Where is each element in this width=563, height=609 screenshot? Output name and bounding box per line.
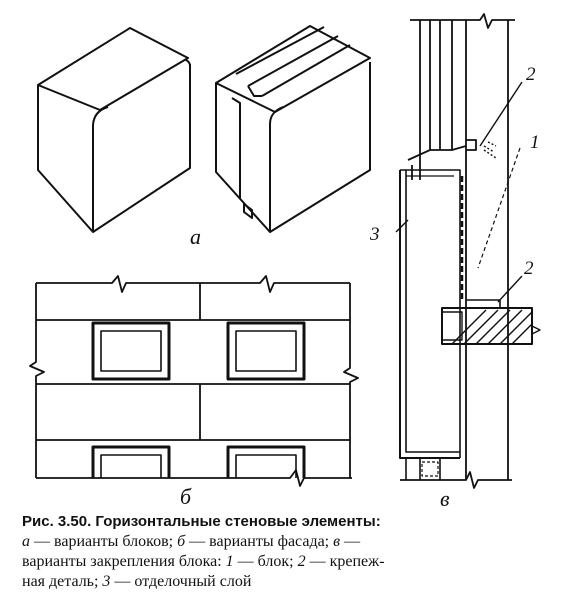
fixing-section bbox=[395, 13, 541, 489]
caption-line-2: варианты закрепления блока: 1 — блок; 2 … bbox=[22, 553, 385, 570]
callout-3: 3 bbox=[369, 224, 380, 245]
plain-block bbox=[37, 27, 191, 233]
label-a: а bbox=[190, 224, 201, 249]
caption-line-3: ная деталь; 3 — отделочный слой bbox=[22, 573, 252, 590]
label-v: в bbox=[440, 486, 450, 511]
figure-caption: Рис. 3.50. Горизонтальные стеновые элеме… bbox=[22, 512, 552, 592]
caption-title: Рис. 3.50. Горизонтальные стеновые элеме… bbox=[22, 513, 381, 530]
callout-2-bottom: 2 bbox=[524, 258, 534, 279]
callout-1: 1 bbox=[530, 132, 540, 153]
callout-2-top: 2 bbox=[526, 64, 536, 85]
facade-elevation bbox=[29, 275, 359, 487]
label-b: б bbox=[180, 484, 192, 509]
caption-line-1: а — варианты блоков; б — варианты фасада… bbox=[22, 533, 361, 550]
grooved-block bbox=[215, 25, 371, 233]
figure-drawing: а б в 2 1 3 2 bbox=[29, 13, 541, 511]
